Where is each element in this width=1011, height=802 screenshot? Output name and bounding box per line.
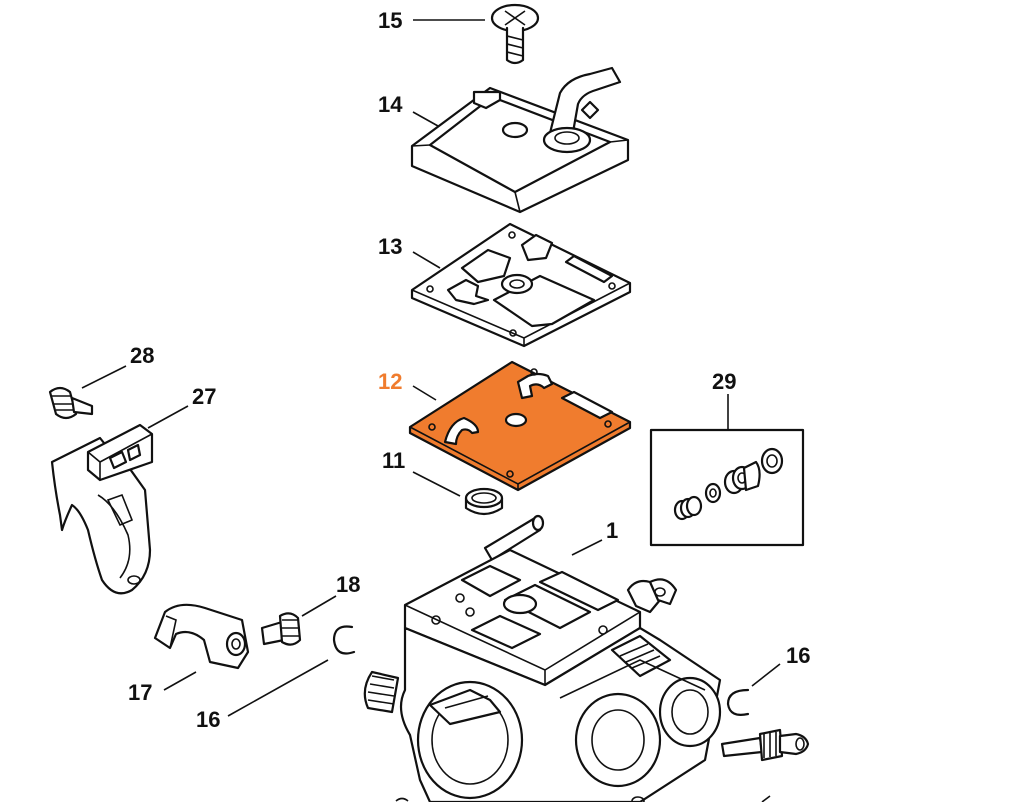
callout-17: 17 [128, 680, 152, 705]
leader-12 [412, 385, 437, 401]
callout-29: 29 [712, 369, 736, 394]
callout-27: 27 [192, 384, 216, 409]
leader-18 [301, 595, 337, 617]
callout-13: 13 [378, 234, 402, 259]
part-13-gasket[interactable] [410, 222, 632, 348]
leader-11 [412, 471, 461, 497]
callout-12: 12 [378, 369, 402, 394]
part-17-lever[interactable] [153, 603, 250, 670]
leader-16-left [227, 659, 329, 717]
leader-16-right [751, 663, 781, 687]
callout-15: 15 [378, 8, 402, 33]
part-18-screw[interactable] [260, 612, 302, 646]
part-1-carburetor-body[interactable] [363, 514, 722, 802]
callout-16-left: 16 [196, 707, 220, 732]
callout-16-right: 16 [786, 643, 810, 668]
part-12-diaphragm[interactable] [408, 360, 632, 492]
callout-14: 14 [378, 92, 403, 117]
leader-14 [412, 111, 439, 127]
callout-18: 18 [336, 572, 360, 597]
adjustment-needle[interactable] [720, 728, 810, 762]
part-15-screw[interactable] [490, 3, 540, 65]
part-29-kit[interactable] [649, 428, 805, 547]
callout-11: 11 [382, 448, 405, 473]
part-11-filter-screen[interactable] [464, 487, 504, 516]
callout-28: 28 [130, 343, 154, 368]
part-28-screw[interactable] [48, 386, 94, 420]
leader-17 [163, 671, 197, 691]
part-16-circlip-right[interactable] [726, 688, 750, 716]
callout-1: 1 [606, 518, 618, 543]
leader-13 [412, 251, 441, 269]
leader-1 [571, 539, 603, 556]
leader-28 [81, 365, 127, 389]
part-16-circlip-left[interactable] [332, 625, 356, 655]
leader-27 [147, 405, 189, 429]
part-27-lever[interactable] [50, 423, 154, 595]
part-14-cover[interactable] [410, 66, 630, 214]
cropped-bottom-marks [395, 795, 771, 802]
